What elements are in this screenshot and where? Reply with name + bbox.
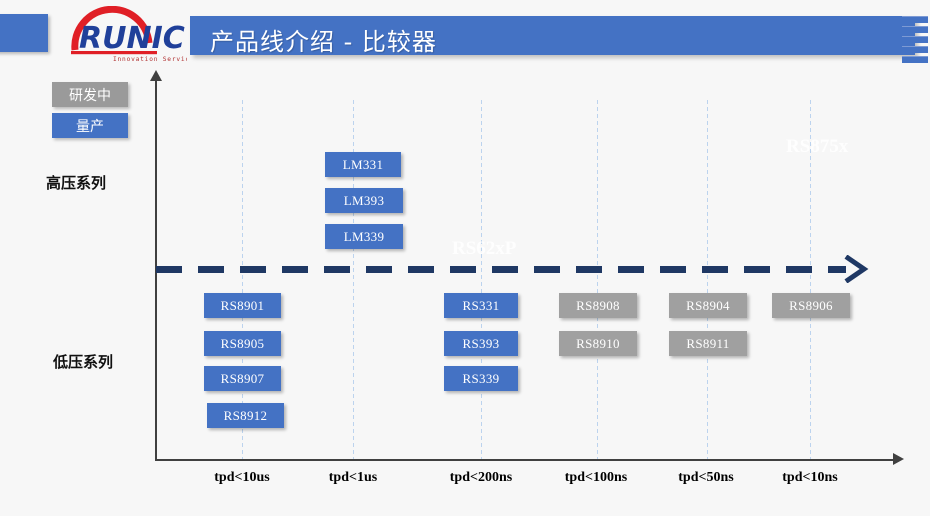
gridline-tpd-200ns [481,100,482,459]
legend-item-mass-production: 量产 [52,113,128,138]
part-label-rs393: RS393 [462,335,500,351]
legend-label-mass-production: 量产 [76,118,104,135]
part-label-rs339: RS339 [462,370,500,386]
part-box-rs8901[interactable]: RS8901 [204,293,281,318]
part-label-rs8910: RS8910 [576,335,620,351]
part-label-rs8908: RS8908 [576,297,620,313]
title-bar [190,16,915,55]
part-label-rs8907: RS8907 [220,370,265,386]
y-axis-arrowhead [150,70,162,81]
part-label-rs8901: RS8901 [220,297,265,313]
gridline-tpd-10ns [810,100,811,459]
x-tick-label-tpd-10ns: tpd<10ns [782,470,838,485]
gridline-tpd-10us [242,100,243,459]
part-label-rs8904: RS8904 [686,297,730,313]
part-label-rs8906: RS8906 [789,297,833,313]
part-box-lm393[interactable]: LM393 [325,188,403,213]
part-box-rs8904[interactable]: RS8904 [669,293,747,318]
svg-text:RUNIC: RUNIC [79,21,185,56]
part-label-rs331: RS331 [462,297,500,313]
part-box-rs339[interactable]: RS339 [444,366,518,391]
part-box-rs331[interactable]: RS331 [444,293,518,318]
runic-logo: RUNIC Innovation Service [57,6,187,68]
header-decoration-bars [902,16,928,63]
part-box-rs8912[interactable]: RS8912 [207,403,284,428]
part-label-rs8912: RS8912 [223,407,268,423]
part-box-rs8911[interactable]: RS8911 [669,331,747,356]
x-axis-arrowhead [893,453,904,465]
part-label-lm331: LM331 [342,156,384,172]
series-label-high-voltage: 高压系列 [46,174,107,192]
part-box-rs8905[interactable]: RS8905 [204,331,281,356]
x-tick-label-tpd-200ns: tpd<200ns [449,470,513,485]
gridline-tpd-50ns [707,100,708,459]
watermark-rs875x: RS875x [786,136,849,157]
watermark-rs62xp: RS62xP [452,238,517,259]
legend-item-in-development: 研发中 [52,82,128,107]
x-axis-line [155,459,895,461]
x-tick-label-tpd-50ns: tpd<50ns [678,470,734,485]
series-label-low-voltage: 低压系列 [53,353,114,371]
part-box-rs8907[interactable]: RS8907 [204,366,281,391]
part-label-rs8911: RS8911 [686,335,730,351]
part-box-rs8908[interactable]: RS8908 [559,293,637,318]
part-box-rs8910[interactable]: RS8910 [559,331,637,356]
part-box-rs8906[interactable]: RS8906 [772,293,850,318]
part-box-lm339[interactable]: LM339 [325,224,403,249]
x-tick-label-tpd-10us: tpd<10us [214,470,270,485]
voltage-divider-arrowhead [843,254,869,284]
part-box-lm331[interactable]: LM331 [325,152,401,177]
x-tick-label-tpd-1us: tpd<1us [328,470,378,485]
gridline-tpd-100ns [597,100,598,459]
voltage-divider-dashed-line [156,266,846,273]
part-label-rs8905: RS8905 [220,335,265,351]
svg-text:Innovation Service: Innovation Service [113,56,187,63]
x-tick-label-tpd-100ns: tpd<100ns [564,470,628,485]
legend-label-in-development: 研发中 [69,87,111,104]
header-accent-square [0,14,48,52]
gridline-tpd-1us [353,100,354,459]
part-box-rs393[interactable]: RS393 [444,331,518,356]
part-label-lm393: LM393 [343,192,385,208]
page-title: 产品线介绍 - 比较器 [210,28,437,56]
part-label-lm339: LM339 [343,228,385,244]
